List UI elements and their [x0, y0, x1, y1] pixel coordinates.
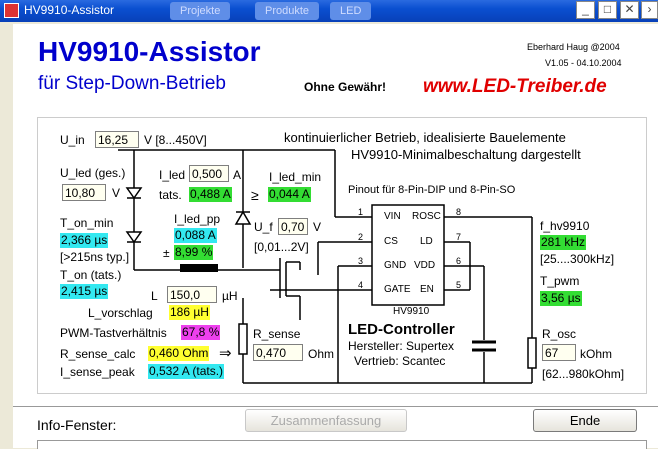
pin-gate: GATE — [384, 284, 411, 295]
i-sense-peak-value: 0,532 A (tats.) — [148, 364, 225, 379]
l-unit: µH — [222, 289, 238, 303]
u-led-label: U_led (ges.) — [60, 166, 126, 180]
pin-cs: CS — [384, 236, 398, 247]
t-pwm-label: T_pwm — [540, 274, 580, 288]
pwm-label: PWM-Tastverhältnis — [60, 326, 167, 340]
i-led-label: I_led — [159, 168, 186, 182]
pin-num-1: 1 — [358, 207, 364, 217]
i-sense-peak-label: I_sense_peak — [60, 365, 135, 379]
r-osc-label: R_osc — [542, 327, 577, 341]
t-on-min-label: T_on_min — [60, 216, 114, 230]
t-on-min-note: [>215ns typ.] — [60, 250, 130, 264]
u-f-range: [0,01...2V] — [254, 240, 309, 254]
t-on-min-value: 2,366 µs — [60, 233, 109, 248]
separator — [13, 406, 658, 407]
minimize-button[interactable]: _ — [576, 1, 595, 19]
u-led-unit: V — [112, 186, 121, 200]
summary-button[interactable]: Zusammenfassung — [245, 409, 407, 432]
chip-maker: Hersteller: Supertex — [348, 339, 455, 353]
u-f-input[interactable]: 0,70 — [278, 218, 308, 235]
ghost-tab-3: LED — [330, 2, 372, 20]
chip-vertrieb: Vertrieb: Scantec — [354, 354, 446, 368]
r-osc-unit: kOhm — [580, 347, 613, 361]
end-button[interactable]: Ende — [533, 409, 637, 432]
window-title: HV9910-Assistor — [24, 3, 115, 17]
pin-rosc: ROSC — [412, 211, 441, 222]
chip-name: HV9910 — [393, 306, 430, 317]
i-led-pp-pct: 8,99 % — [174, 245, 214, 260]
l-label: L — [151, 289, 158, 303]
u-in-label: U_in — [60, 133, 85, 147]
u-f-unit: V — [313, 220, 322, 234]
close-button[interactable]: ✕ — [620, 1, 639, 19]
info-label: Info-Fenster: — [37, 417, 117, 433]
app-icon — [4, 3, 19, 18]
pin-num-2: 2 — [358, 232, 364, 242]
t-pwm-value: 3,56 µs — [540, 291, 582, 306]
r-sense-unit: Ohm — [308, 347, 335, 361]
t-on-value: 2,415 µs — [60, 284, 109, 299]
i-led-min-label: I_led_min — [269, 170, 322, 184]
pin-num-7: 7 — [456, 232, 462, 242]
i-led-unit: A — [233, 168, 242, 182]
pinout-note: Pinout für 8-Pin-DIP und 8-Pin-SO — [348, 184, 516, 196]
website-link[interactable]: www.LED-Treiber.de — [423, 76, 607, 97]
info-window — [37, 440, 647, 449]
app-title: HV9910-Assistor — [38, 36, 261, 67]
version-text: V1.05 - 04.10.2004 — [545, 58, 622, 68]
pin-num-6: 6 — [456, 256, 462, 266]
pin-ld: LD — [420, 236, 433, 247]
i-led-input[interactable]: 0,500 — [189, 165, 229, 182]
pin-gnd: GND — [384, 260, 407, 271]
i-led-tats-label: tats. — [159, 188, 182, 202]
disclaimer-text: Ohne Gewähr! — [304, 80, 387, 94]
r-sense-label: R_sense — [253, 327, 301, 341]
i-led-tats-value: 0,488 A — [189, 187, 232, 202]
pin-en: EN — [420, 284, 434, 295]
r-osc-input[interactable]: 67 — [542, 344, 576, 361]
i-led-pp-pm: ± — [163, 246, 170, 260]
chip-title: LED-Controller — [348, 321, 455, 338]
f-hv9910-value: 281 kHz — [540, 235, 587, 250]
f-hv9910-range: [25....300kHz] — [540, 252, 615, 266]
pin-vdd: VDD — [414, 260, 436, 271]
note-line-1: kontinuierlicher Betrieb, idealisierte B… — [284, 130, 566, 145]
i-led-pp-label: I_led_pp — [174, 212, 221, 226]
pin-num-8: 8 — [456, 207, 462, 217]
pwm-value: 67,8 % — [181, 325, 221, 340]
r-osc-range: [62...980kOhm] — [542, 367, 625, 381]
r-sense-input[interactable]: 0,470 — [253, 344, 303, 361]
f-hv9910-label: f_hv9910 — [540, 219, 590, 233]
pin-num-5: 5 — [456, 280, 462, 290]
maximize-button[interactable]: □ — [598, 1, 617, 19]
r-sense-calc-label: R_sense_calc — [60, 347, 136, 361]
ghost-tab-1: Projekte — [170, 2, 231, 20]
l-vorschlag-value: 186 µH — [169, 305, 210, 320]
u-f-label: U_f — [254, 220, 273, 234]
note-line-2: HV9910-Minimalbeschaltung dargestellt — [351, 147, 581, 162]
arrow-icon: ⇒ — [219, 345, 232, 362]
ghost-tab-2: Produkte — [255, 2, 320, 20]
pin-vin: VIN — [384, 211, 401, 222]
l-vorschlag-label: L_vorschlag — [88, 306, 153, 320]
u-led-input[interactable]: 10,80 — [62, 184, 106, 201]
i-led-pp-value: 0,088 A — [174, 228, 217, 243]
ge-symbol: ≥ — [251, 187, 259, 203]
app-subtitle: für Step-Down-Betrieb — [38, 73, 226, 94]
u-in-input[interactable]: 16,25 — [95, 131, 139, 148]
r-sense-calc-value: 0,460 Ohm — [148, 346, 210, 361]
t-on-label: T_on (tats.) — [60, 268, 122, 282]
pin-num-4: 4 — [358, 280, 364, 290]
pin-num-3: 3 — [358, 256, 364, 266]
title-bar: HV9910-Assistor Projekte Produkte LED _ … — [0, 0, 658, 22]
l-input[interactable]: 150,0 — [167, 286, 217, 303]
window-frame-left — [0, 22, 12, 448]
i-led-min-value: 0,044 A — [268, 187, 311, 202]
author-text: Eberhard Haug @2004 — [527, 42, 620, 52]
u-in-unit: V [8...450V] — [144, 133, 207, 147]
